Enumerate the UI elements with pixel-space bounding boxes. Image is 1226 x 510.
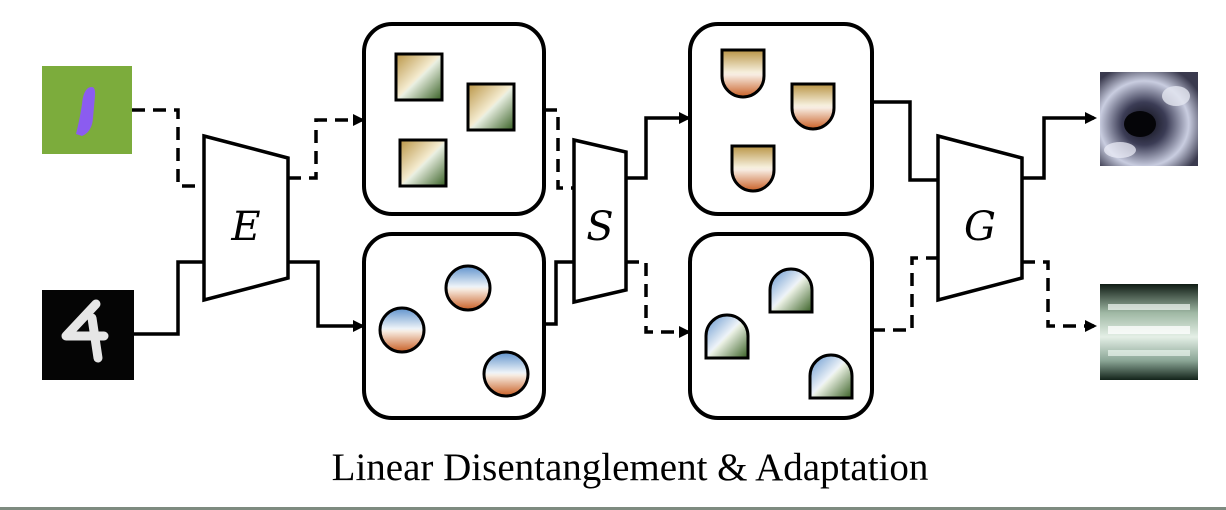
style-square-icon — [398, 138, 448, 188]
gold-orange-semicircle-icon — [790, 82, 836, 131]
wire-generator-to-output-bottom — [1022, 260, 1097, 332]
style-square-icon — [466, 82, 516, 132]
style-square-icon — [394, 52, 444, 102]
blue-green-dome-icon — [704, 313, 750, 360]
blue-green-dome-icon — [768, 267, 814, 314]
wire-encoder-to-style-box — [288, 114, 365, 180]
wire-generator-to-output-top — [1022, 112, 1097, 180]
adapted-factors-box-top — [688, 22, 874, 216]
purple-digit-icon — [76, 87, 96, 136]
output-image-bottom — [1100, 284, 1198, 380]
output-image-top — [1100, 72, 1198, 166]
digit-four-icon — [61, 299, 109, 363]
separator-block: S — [572, 137, 628, 305]
wire-style-box-to-separator — [544, 108, 574, 190]
wire-mixed-bottom-to-generator — [872, 256, 938, 332]
wire-mixed-top-to-generator — [872, 100, 938, 182]
generator-label: G — [964, 204, 996, 250]
wire-input-top-to-encoder — [132, 108, 204, 188]
wire-separator-to-mixed-bottom — [626, 260, 691, 338]
wire-content-box-to-separator — [544, 260, 574, 326]
diagram-caption: Linear Disentanglement & Adaptation — [332, 446, 929, 489]
wire-separator-to-mixed-top — [626, 112, 691, 180]
input-image-bottom — [42, 290, 134, 380]
wire-encoder-to-content-box — [288, 260, 365, 332]
input-image-top — [42, 66, 132, 154]
content-circle-icon — [444, 264, 492, 312]
style-factors-box — [362, 22, 546, 216]
gold-orange-semicircle-icon — [730, 144, 776, 193]
adapted-factors-box-bottom — [688, 232, 874, 420]
generator-block: G — [936, 133, 1024, 303]
bottom-divider — [0, 507, 1226, 510]
gold-orange-semicircle-icon — [720, 48, 766, 99]
encoder-block: E — [202, 133, 290, 303]
blue-green-dome-icon — [808, 353, 854, 400]
encoder-label: E — [230, 204, 260, 250]
content-factors-box — [362, 232, 546, 420]
content-circle-icon — [482, 350, 530, 398]
content-circle-icon — [378, 306, 426, 354]
separator-label: S — [586, 204, 613, 250]
wire-input-bottom-to-encoder — [134, 260, 204, 336]
